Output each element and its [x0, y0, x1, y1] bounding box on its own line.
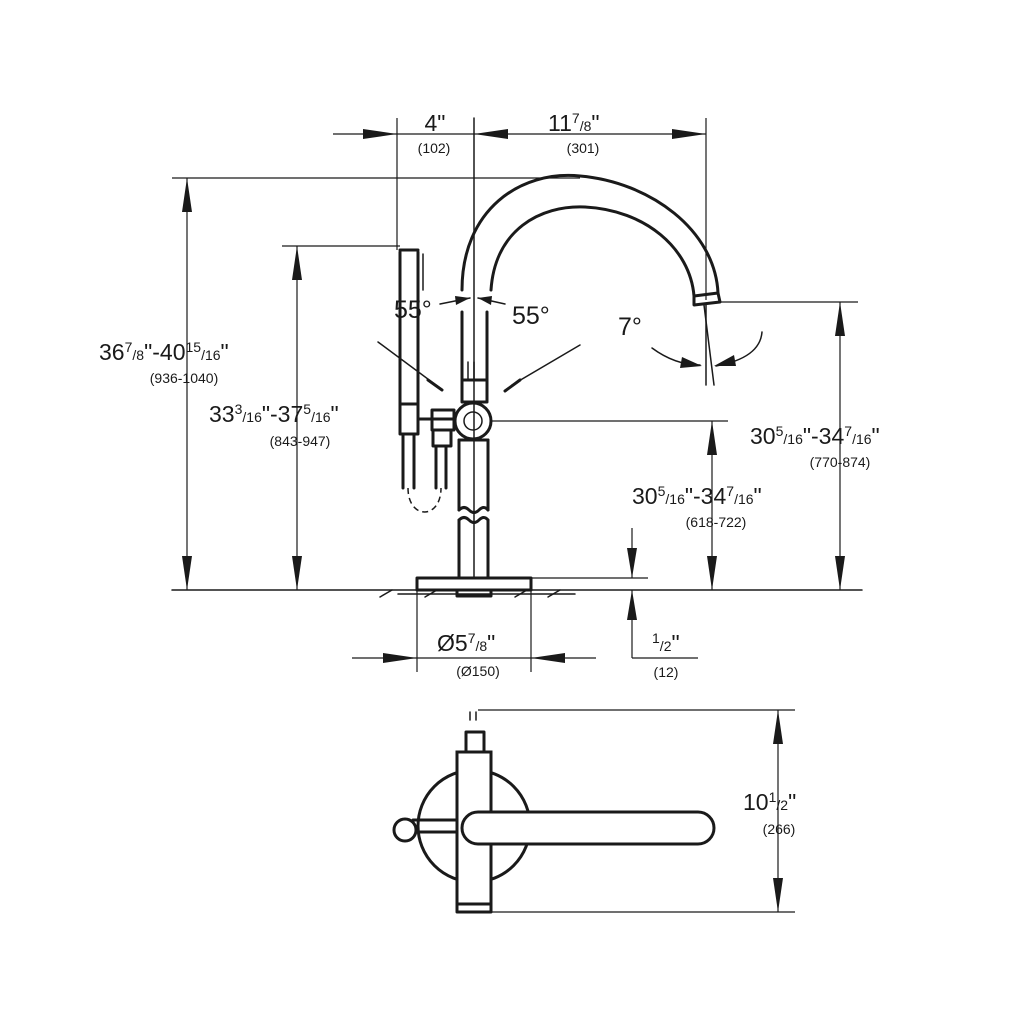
- outlet-height-dimension: [491, 420, 728, 590]
- spout-height-label: 305/16"-347/16": [750, 423, 880, 449]
- base-plug: [455, 588, 493, 598]
- total-height-label: 367/8"-4015/16": [99, 339, 229, 365]
- floor-thickness-metric: (12): [654, 664, 679, 680]
- total-height-metric: (936-1040): [150, 370, 219, 386]
- spout-height-metric: (770-874): [810, 454, 871, 470]
- base-diameter-dimension: [352, 590, 596, 672]
- outlet-height-metric: (618-722): [686, 514, 747, 530]
- handle-height-label: 333/16"-375/16": [209, 401, 339, 427]
- dim-11-metric: (301): [567, 140, 600, 156]
- dim-4-metric: (102): [418, 140, 451, 156]
- top-dimensions: [333, 118, 707, 300]
- handle-height-metric: (843-947): [270, 433, 331, 449]
- angle-right-label: 55°: [512, 302, 550, 330]
- floor-thickness-label: 1/2": [652, 630, 680, 656]
- base-plate: [415, 576, 533, 592]
- base-diameter-label: Ø57/8": [437, 630, 495, 656]
- gooseneck-spout: [460, 173, 722, 307]
- handle-height-dimension: [282, 245, 400, 590]
- floor-thickness-dimension: [531, 528, 698, 659]
- outlet-height-label: 305/16"-347/16": [632, 483, 762, 509]
- dim-11-label: 117/8": [548, 110, 600, 136]
- plan-handshower: [392, 817, 418, 843]
- handshower-holder: [398, 248, 457, 513]
- angle-left-label: 55°: [394, 296, 432, 324]
- plan-depth-label: 101/2": [743, 789, 796, 815]
- plan-view: [392, 709, 795, 914]
- total-height-dimension: [172, 177, 580, 590]
- dim-4-label: 4": [425, 110, 446, 136]
- plan-spout: [460, 810, 716, 846]
- angle-guides: [377, 296, 581, 393]
- plan-top-cap: [464, 730, 486, 754]
- plan-depth-dimension: [478, 709, 795, 913]
- floor-hatch: [379, 589, 576, 598]
- angle-spout-label: 7°: [618, 313, 642, 341]
- elevation-view: [171, 117, 863, 672]
- mixer-knob: [453, 361, 493, 441]
- plan-outlet: [455, 902, 493, 914]
- base-diameter-metric: (Ø150): [456, 663, 500, 679]
- spout-angle-indicator: [651, 304, 763, 386]
- plan-depth-metric: (266): [763, 821, 796, 837]
- spout-height-dimension: [718, 301, 858, 590]
